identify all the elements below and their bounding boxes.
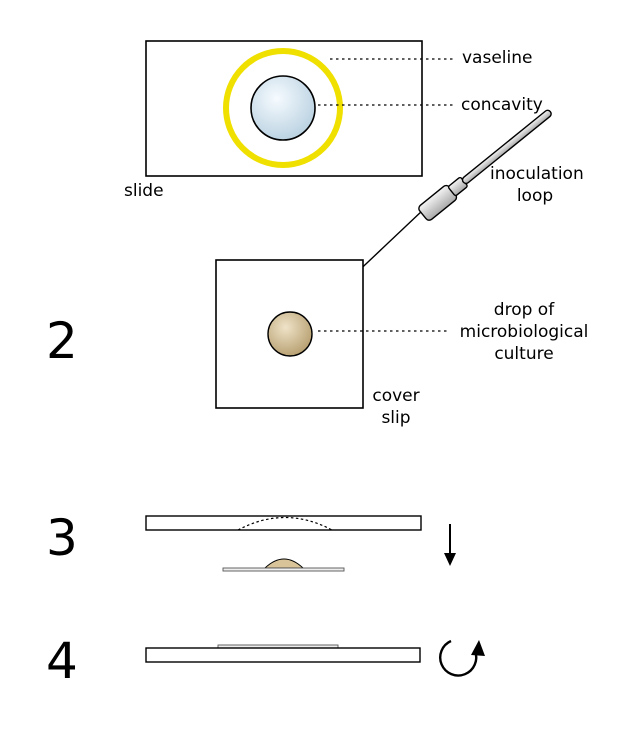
drop-label-line3: culture bbox=[494, 344, 554, 364]
step-number-2: 2 bbox=[46, 312, 78, 370]
concavity-label: concavity bbox=[461, 95, 543, 115]
step4-side-view bbox=[145, 639, 485, 677]
culture-drop bbox=[267, 311, 313, 357]
inoculation-loop bbox=[324, 109, 552, 304]
step-number-4: 4 bbox=[46, 632, 78, 690]
concavity-side bbox=[237, 517, 333, 531]
slide-label: slide bbox=[124, 181, 164, 201]
cover-slip-side bbox=[222, 567, 345, 572]
cover-slip-label-line1: cover bbox=[372, 386, 420, 406]
slide-top-view bbox=[145, 40, 455, 177]
inoculation-loop-label-line1: inoculation bbox=[490, 164, 584, 184]
rotate-clockwise-icon bbox=[439, 639, 485, 677]
step3-side-view bbox=[145, 515, 456, 572]
loop-handle bbox=[418, 109, 552, 221]
drop-label-line1: drop of bbox=[493, 300, 555, 320]
vaseline-ring bbox=[223, 48, 343, 168]
drop-side bbox=[263, 558, 305, 569]
cover-slip-top-view bbox=[215, 259, 450, 409]
cover-slip-label: cover slip bbox=[366, 385, 426, 429]
drop-label: drop of microbiological culture bbox=[451, 299, 597, 365]
drop-label-line2: microbiological bbox=[459, 322, 589, 342]
cover-slip-label-line2: slip bbox=[381, 408, 411, 428]
slide-side-inverted bbox=[145, 647, 421, 663]
step-number-3: 3 bbox=[46, 509, 78, 567]
inoculation-loop-label: inoculation loop bbox=[490, 163, 584, 207]
inoculation-loop-label-line2: loop bbox=[516, 186, 554, 206]
concavity-circle bbox=[250, 75, 316, 141]
slide-side bbox=[145, 515, 422, 531]
vaseline-label: vaseline bbox=[462, 48, 533, 68]
down-arrow-icon bbox=[444, 524, 456, 566]
